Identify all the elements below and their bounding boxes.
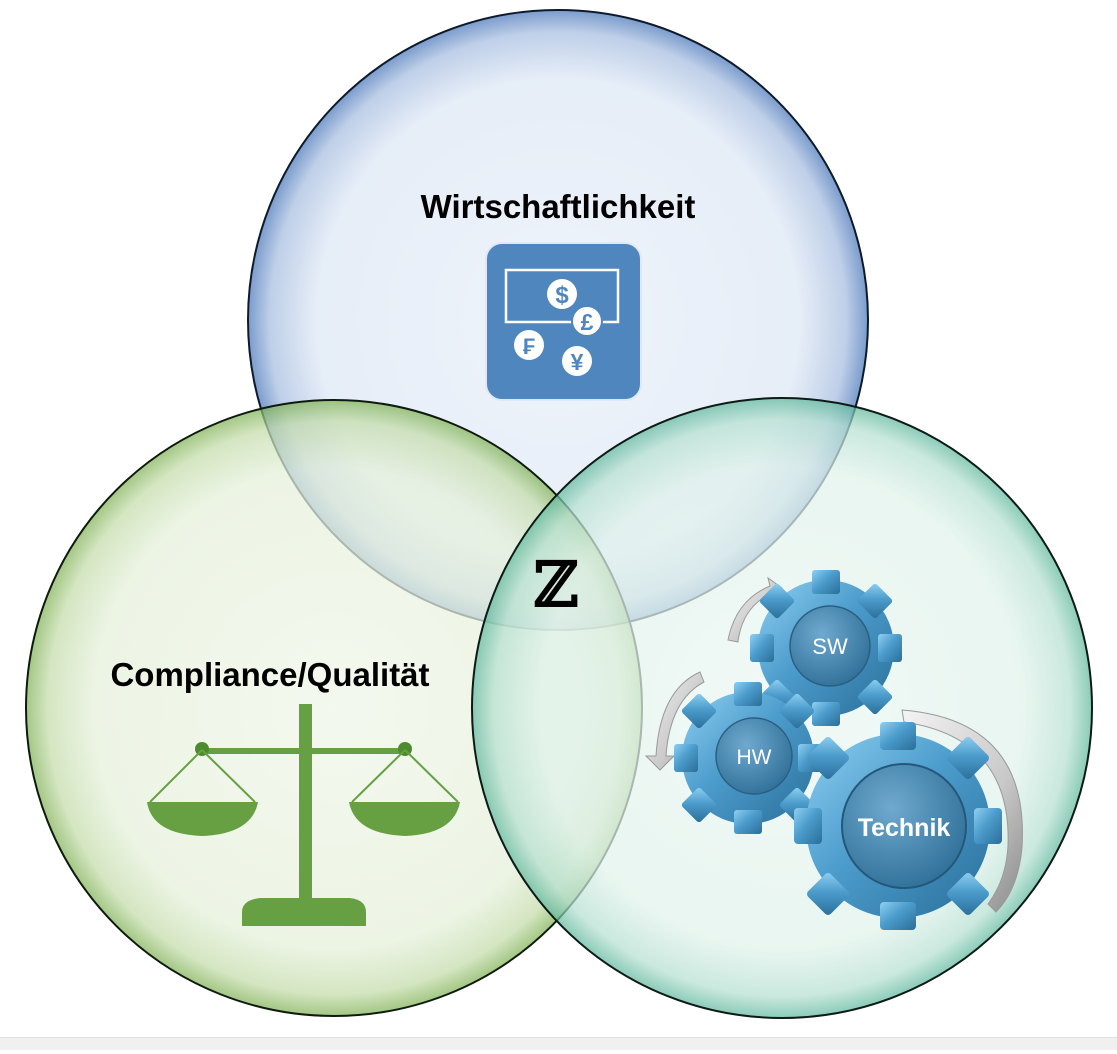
svg-text:£: £ [581, 309, 594, 335]
svg-text:SW: SW [812, 634, 848, 659]
currency-icon: $ £ ₣ ¥ [485, 242, 642, 401]
gears-icon: SW HW [644, 570, 1023, 930]
svg-text:HW: HW [737, 746, 772, 769]
svg-text:$: $ [555, 282, 569, 309]
arrow-mid [644, 671, 705, 771]
gear-hw: HW [674, 682, 822, 834]
center-logo: ℤ [533, 548, 578, 621]
pound-coin: £ [571, 305, 603, 337]
scales-icon [147, 704, 460, 926]
gear-technik-label: Technik [858, 814, 951, 842]
svg-text:¥: ¥ [571, 349, 584, 375]
label-compliance: Compliance/Qualität [110, 656, 429, 693]
dollar-coin: $ [547, 279, 577, 309]
gear-technik: Technik [794, 722, 1002, 930]
label-wirtschaftlichkeit: Wirtschaftlichkeit [421, 188, 696, 225]
gear-sw: SW [750, 570, 902, 726]
svg-text:₣: ₣ [523, 334, 535, 359]
franc-coin: ₣ [514, 330, 544, 360]
window-bottom-strip [0, 1037, 1117, 1050]
yen-coin: ¥ [562, 346, 592, 376]
